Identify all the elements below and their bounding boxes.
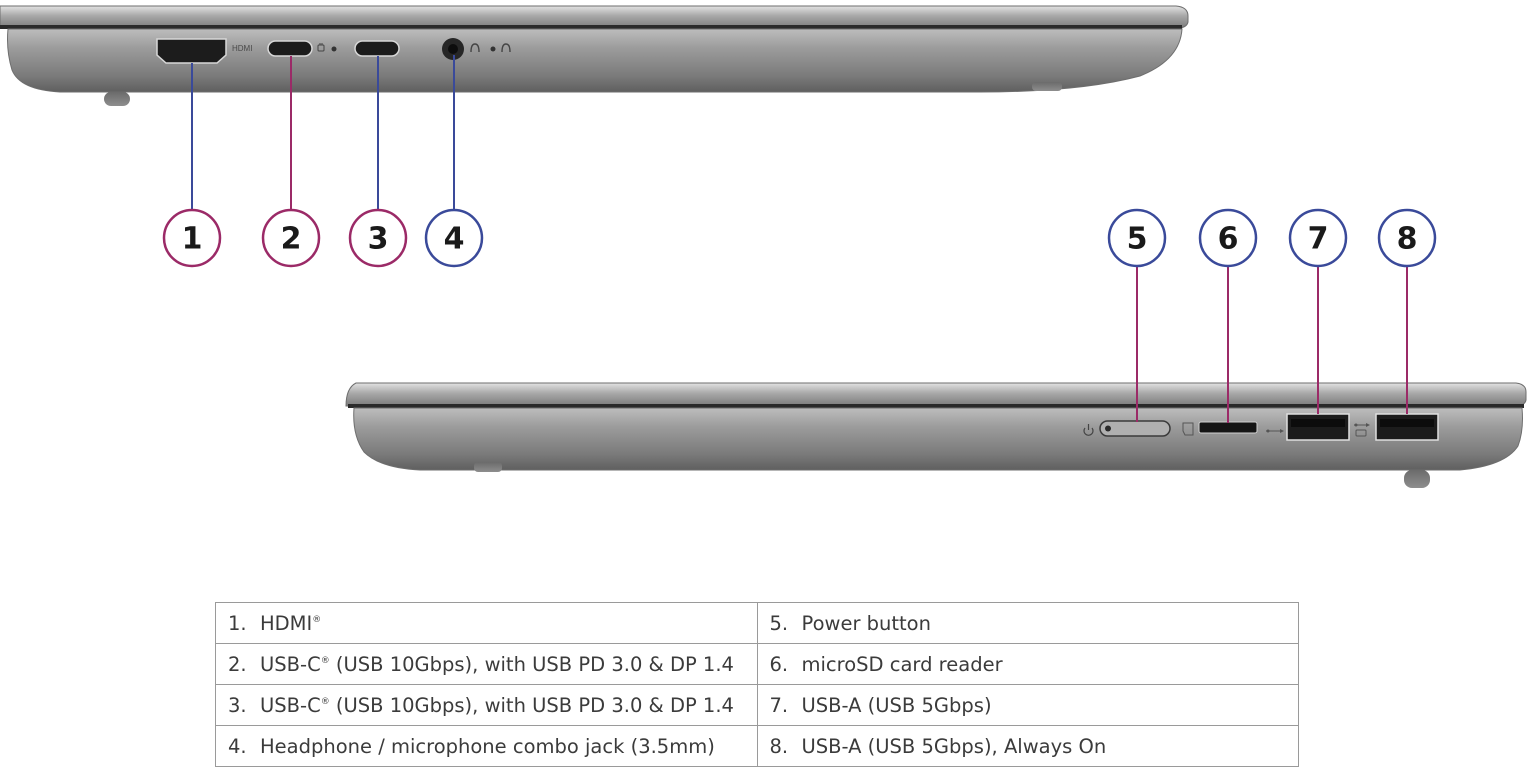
callout-2-number: 2: [281, 222, 302, 257]
hdmi-port-icon: [156, 38, 227, 64]
callout-1: 1: [162, 208, 222, 268]
microsd-symbol-icon: [1182, 422, 1194, 436]
indicator-dot-icon: [490, 46, 496, 52]
table-row: 4.Headphone / microphone combo jack (3.5…: [215, 725, 1299, 767]
port-cell-1: 1.HDMI®: [215, 602, 758, 644]
laptop-right-side-view: [345, 382, 1527, 488]
table-row: 3.USB-C® (USB 10Gbps), with USB PD 3.0 &…: [215, 684, 1299, 726]
callout-4: 4: [424, 208, 484, 268]
power-button-icon: [1099, 420, 1171, 437]
callout-3-number: 3: [368, 222, 389, 257]
callout-3: 3: [348, 208, 408, 268]
port-cell-4: 4.Headphone / microphone combo jack (3.5…: [215, 725, 758, 767]
callout-6-number: 6: [1218, 222, 1239, 257]
callout-6: 6: [1198, 208, 1258, 268]
callout-4-number: 4: [444, 222, 465, 257]
port-cell-5: 5.Power button: [756, 602, 1299, 644]
callout-2: 2: [261, 208, 321, 268]
usb-c-port-1-icon: [267, 40, 313, 57]
microsd-slot-icon: [1198, 421, 1258, 434]
port-legend-table: 1.HDMI® 5.Power button 2.USB-C® (USB 10G…: [215, 602, 1299, 767]
superspeed-usb-icon: [1266, 429, 1284, 433]
port-cell-7: 7.USB-A (USB 5Gbps): [756, 684, 1299, 726]
callout-5: 5: [1107, 208, 1167, 268]
power-symbol-icon: [1083, 424, 1094, 436]
leader-lines: [191, 55, 1408, 423]
callout-7-number: 7: [1308, 222, 1329, 257]
charge-indicator-led-icon: [331, 46, 337, 52]
port-diagram: HDMI: [0, 5, 1527, 488]
port-cell-8: 8.USB-A (USB 5Gbps), Always On: [756, 725, 1299, 767]
superspeed-usb-always-on-icon: [1354, 423, 1370, 437]
table-row: 2.USB-C® (USB 10Gbps), with USB PD 3.0 &…: [215, 643, 1299, 685]
port-cell-3: 3.USB-C® (USB 10Gbps), with USB PD 3.0 &…: [215, 684, 758, 726]
headset-icon: [501, 43, 511, 53]
callout-7: 7: [1288, 208, 1348, 268]
port-cell-2: 2.USB-C® (USB 10Gbps), with USB PD 3.0 &…: [215, 643, 758, 685]
laptop-left-side-view: HDMI: [0, 5, 1189, 106]
callout-8: 8: [1377, 208, 1437, 268]
callout-1-number: 1: [182, 222, 203, 257]
port-cell-6: 6.microSD card reader: [756, 643, 1299, 685]
power-delivery-icon: [317, 43, 325, 52]
table-row: 1.HDMI® 5.Power button: [215, 602, 1299, 644]
callout-8-number: 8: [1397, 222, 1418, 257]
headphone-icon: [470, 43, 480, 53]
usb-c-port-2-icon: [354, 40, 400, 57]
hdmi-port-label: HDMI: [232, 44, 252, 53]
callout-5-number: 5: [1127, 222, 1148, 257]
